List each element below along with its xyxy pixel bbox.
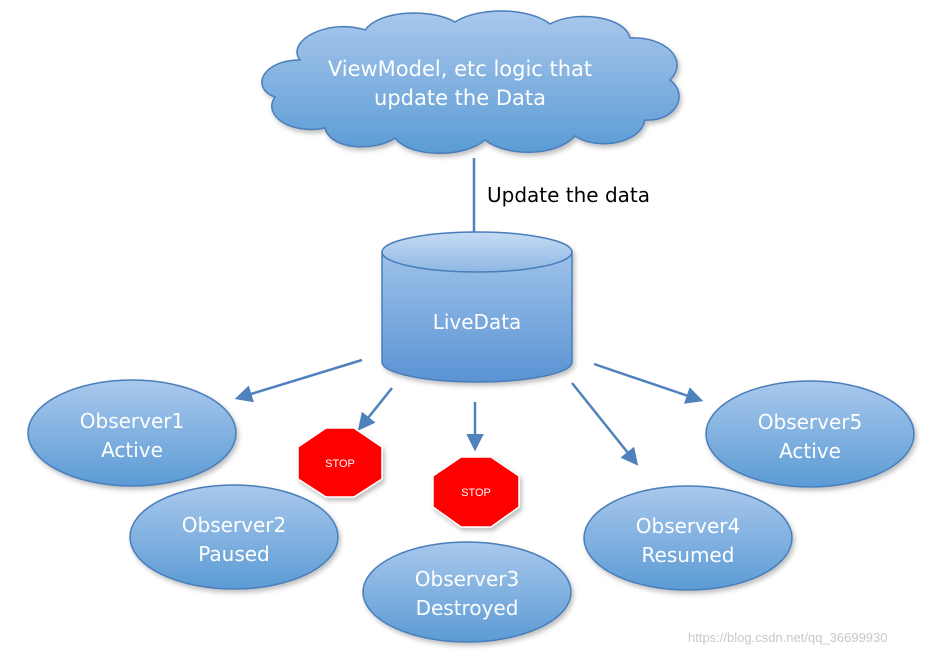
observer1-state: Active [101, 438, 163, 462]
livedata-label: LiveData [433, 310, 522, 334]
observer2-node: Observer2 Paused [129, 484, 339, 590]
observer5-node: Observer5 Active [705, 380, 915, 488]
cloud-line-1: ViewModel, etc logic that [328, 57, 592, 81]
stop-sign-1: STOP [297, 427, 383, 498]
watermark-text: https://blog.csdn.net/qq_36699930 [688, 630, 888, 645]
observer2-name: Observer2 [182, 513, 286, 537]
update-data-label: Update the data [487, 183, 650, 207]
observer3-state: Destroyed [416, 596, 519, 620]
observer1-name: Observer1 [80, 409, 184, 433]
observer1-node: Observer1 Active [27, 379, 237, 487]
stop-sign-2: STOP [432, 456, 520, 528]
observer4-node: Observer4 Resumed [583, 485, 793, 591]
observer4-name: Observer4 [636, 514, 740, 538]
livedata-cylinder [381, 231, 573, 383]
observer3-node: Observer3 Destroyed [362, 541, 572, 643]
observer5-state: Active [779, 439, 841, 463]
observer2-state: Paused [198, 542, 270, 566]
observer5-name: Observer5 [758, 410, 862, 434]
arrow-to-observer4 [571, 382, 639, 466]
stop-sign-2-label: STOP [461, 487, 491, 499]
viewmodel-cloud [261, 10, 680, 154]
cloud-line-2: update the Data [374, 86, 546, 110]
arrow-to-observer1 [234, 358, 363, 403]
arrow-to-observer5 [593, 362, 704, 404]
stop-sign-1-label: STOP [325, 458, 355, 470]
observer4-state: Resumed [642, 543, 735, 567]
observer3-name: Observer3 [415, 567, 519, 591]
arrow-to-observer2 [357, 387, 393, 431]
